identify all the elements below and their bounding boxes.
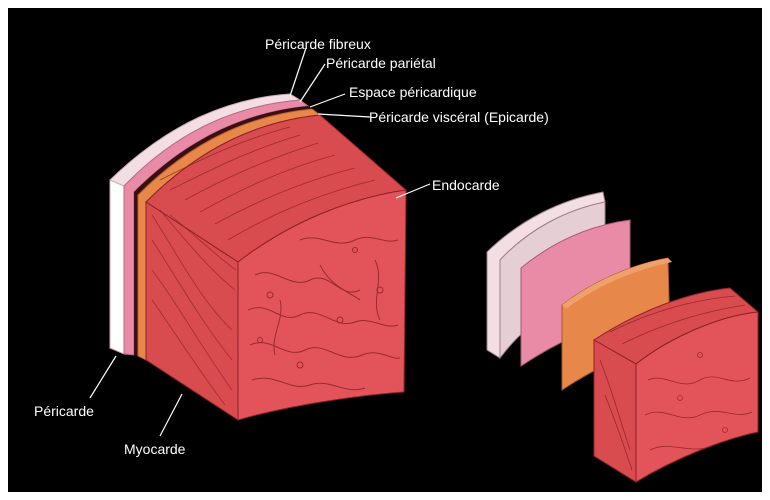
leader-pericarde-visceral <box>318 114 370 117</box>
exploded-layers <box>487 192 758 482</box>
label-pericarde-visceral: Péricarde viscéral (Epicarde) <box>369 109 549 125</box>
label-pericarde: Péricarde <box>34 403 94 419</box>
label-myocarde: Myocarde <box>124 441 185 457</box>
main-tissue-block <box>110 94 406 420</box>
leader-pericarde-parietal <box>300 64 325 102</box>
leader-espace-pericardique <box>310 94 345 107</box>
label-endocarde: Endocarde <box>432 177 500 193</box>
label-espace-pericardique: Espace péricardique <box>349 84 477 100</box>
leader-pericarde-fibreux <box>290 48 306 96</box>
label-pericarde-parietal: Péricarde pariétal <box>326 55 436 71</box>
leader-myocarde <box>160 394 182 436</box>
fibrous-pericardium-front <box>110 180 124 354</box>
leader-pericarde <box>90 356 116 398</box>
label-pericarde-fibreux: Péricarde fibreux <box>265 36 371 52</box>
